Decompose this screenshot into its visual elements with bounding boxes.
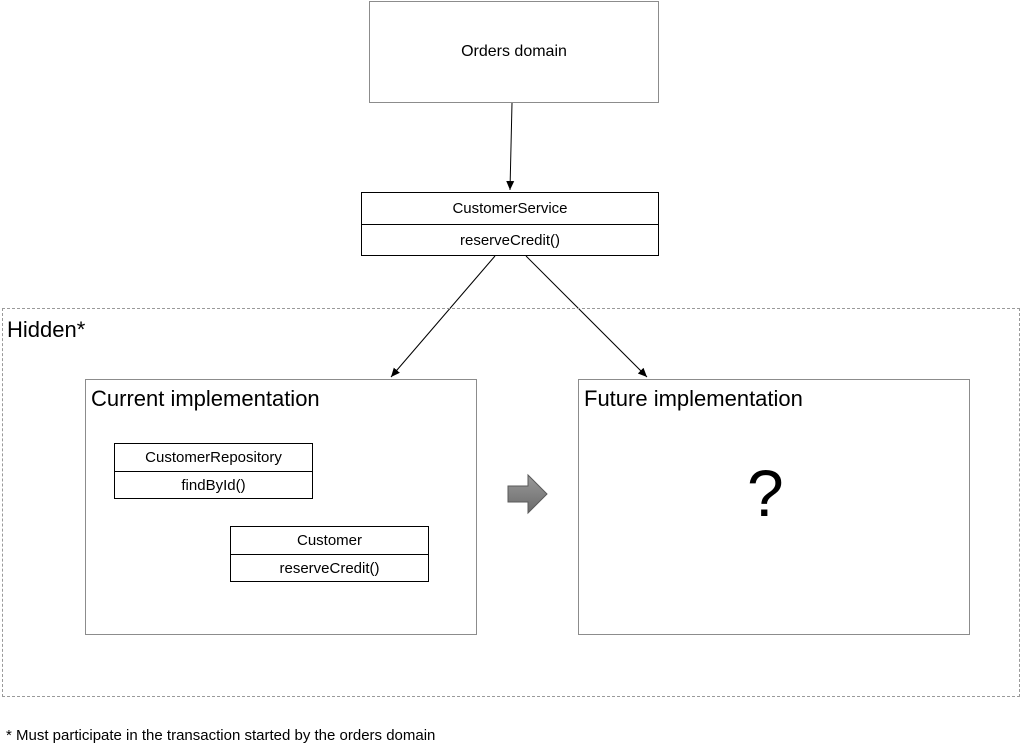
customer-class: Customer reserveCredit() [230, 526, 429, 582]
customer-service-method: reserveCredit() [459, 231, 561, 249]
customer-name: Customer [296, 532, 363, 549]
customer-repository-name: CustomerRepository [145, 449, 282, 466]
future-implementation-panel: Future implementation ? [578, 379, 970, 635]
current-implementation-panel: Current implementation [85, 379, 477, 635]
hidden-region: Hidden* [2, 308, 1020, 697]
footnote: * Must participate in the transaction st… [6, 727, 436, 744]
orders-domain-label: Orders domain [461, 43, 567, 60]
unknown-placeholder: ? [747, 456, 784, 530]
orders-to-service-arrow [506, 102, 515, 191]
current-implementation-title: Current implementation [91, 386, 320, 411]
migration-arrow-icon [507, 473, 548, 515]
service-to-future-arrow [525, 255, 648, 378]
orders-domain-box: Orders domain [369, 1, 659, 103]
customer-repository-class: CustomerRepository findById() [114, 443, 313, 499]
customer-method: reserveCredit() [279, 559, 380, 577]
future-implementation-title: Future implementation [584, 386, 803, 411]
hidden-region-label: Hidden* [7, 317, 86, 342]
customer-repository-method: findById() [181, 476, 246, 494]
customer-service-class: CustomerService reserveCredit() [361, 192, 659, 256]
customer-service-name: CustomerService [452, 200, 568, 217]
service-to-current-arrow [390, 255, 496, 378]
